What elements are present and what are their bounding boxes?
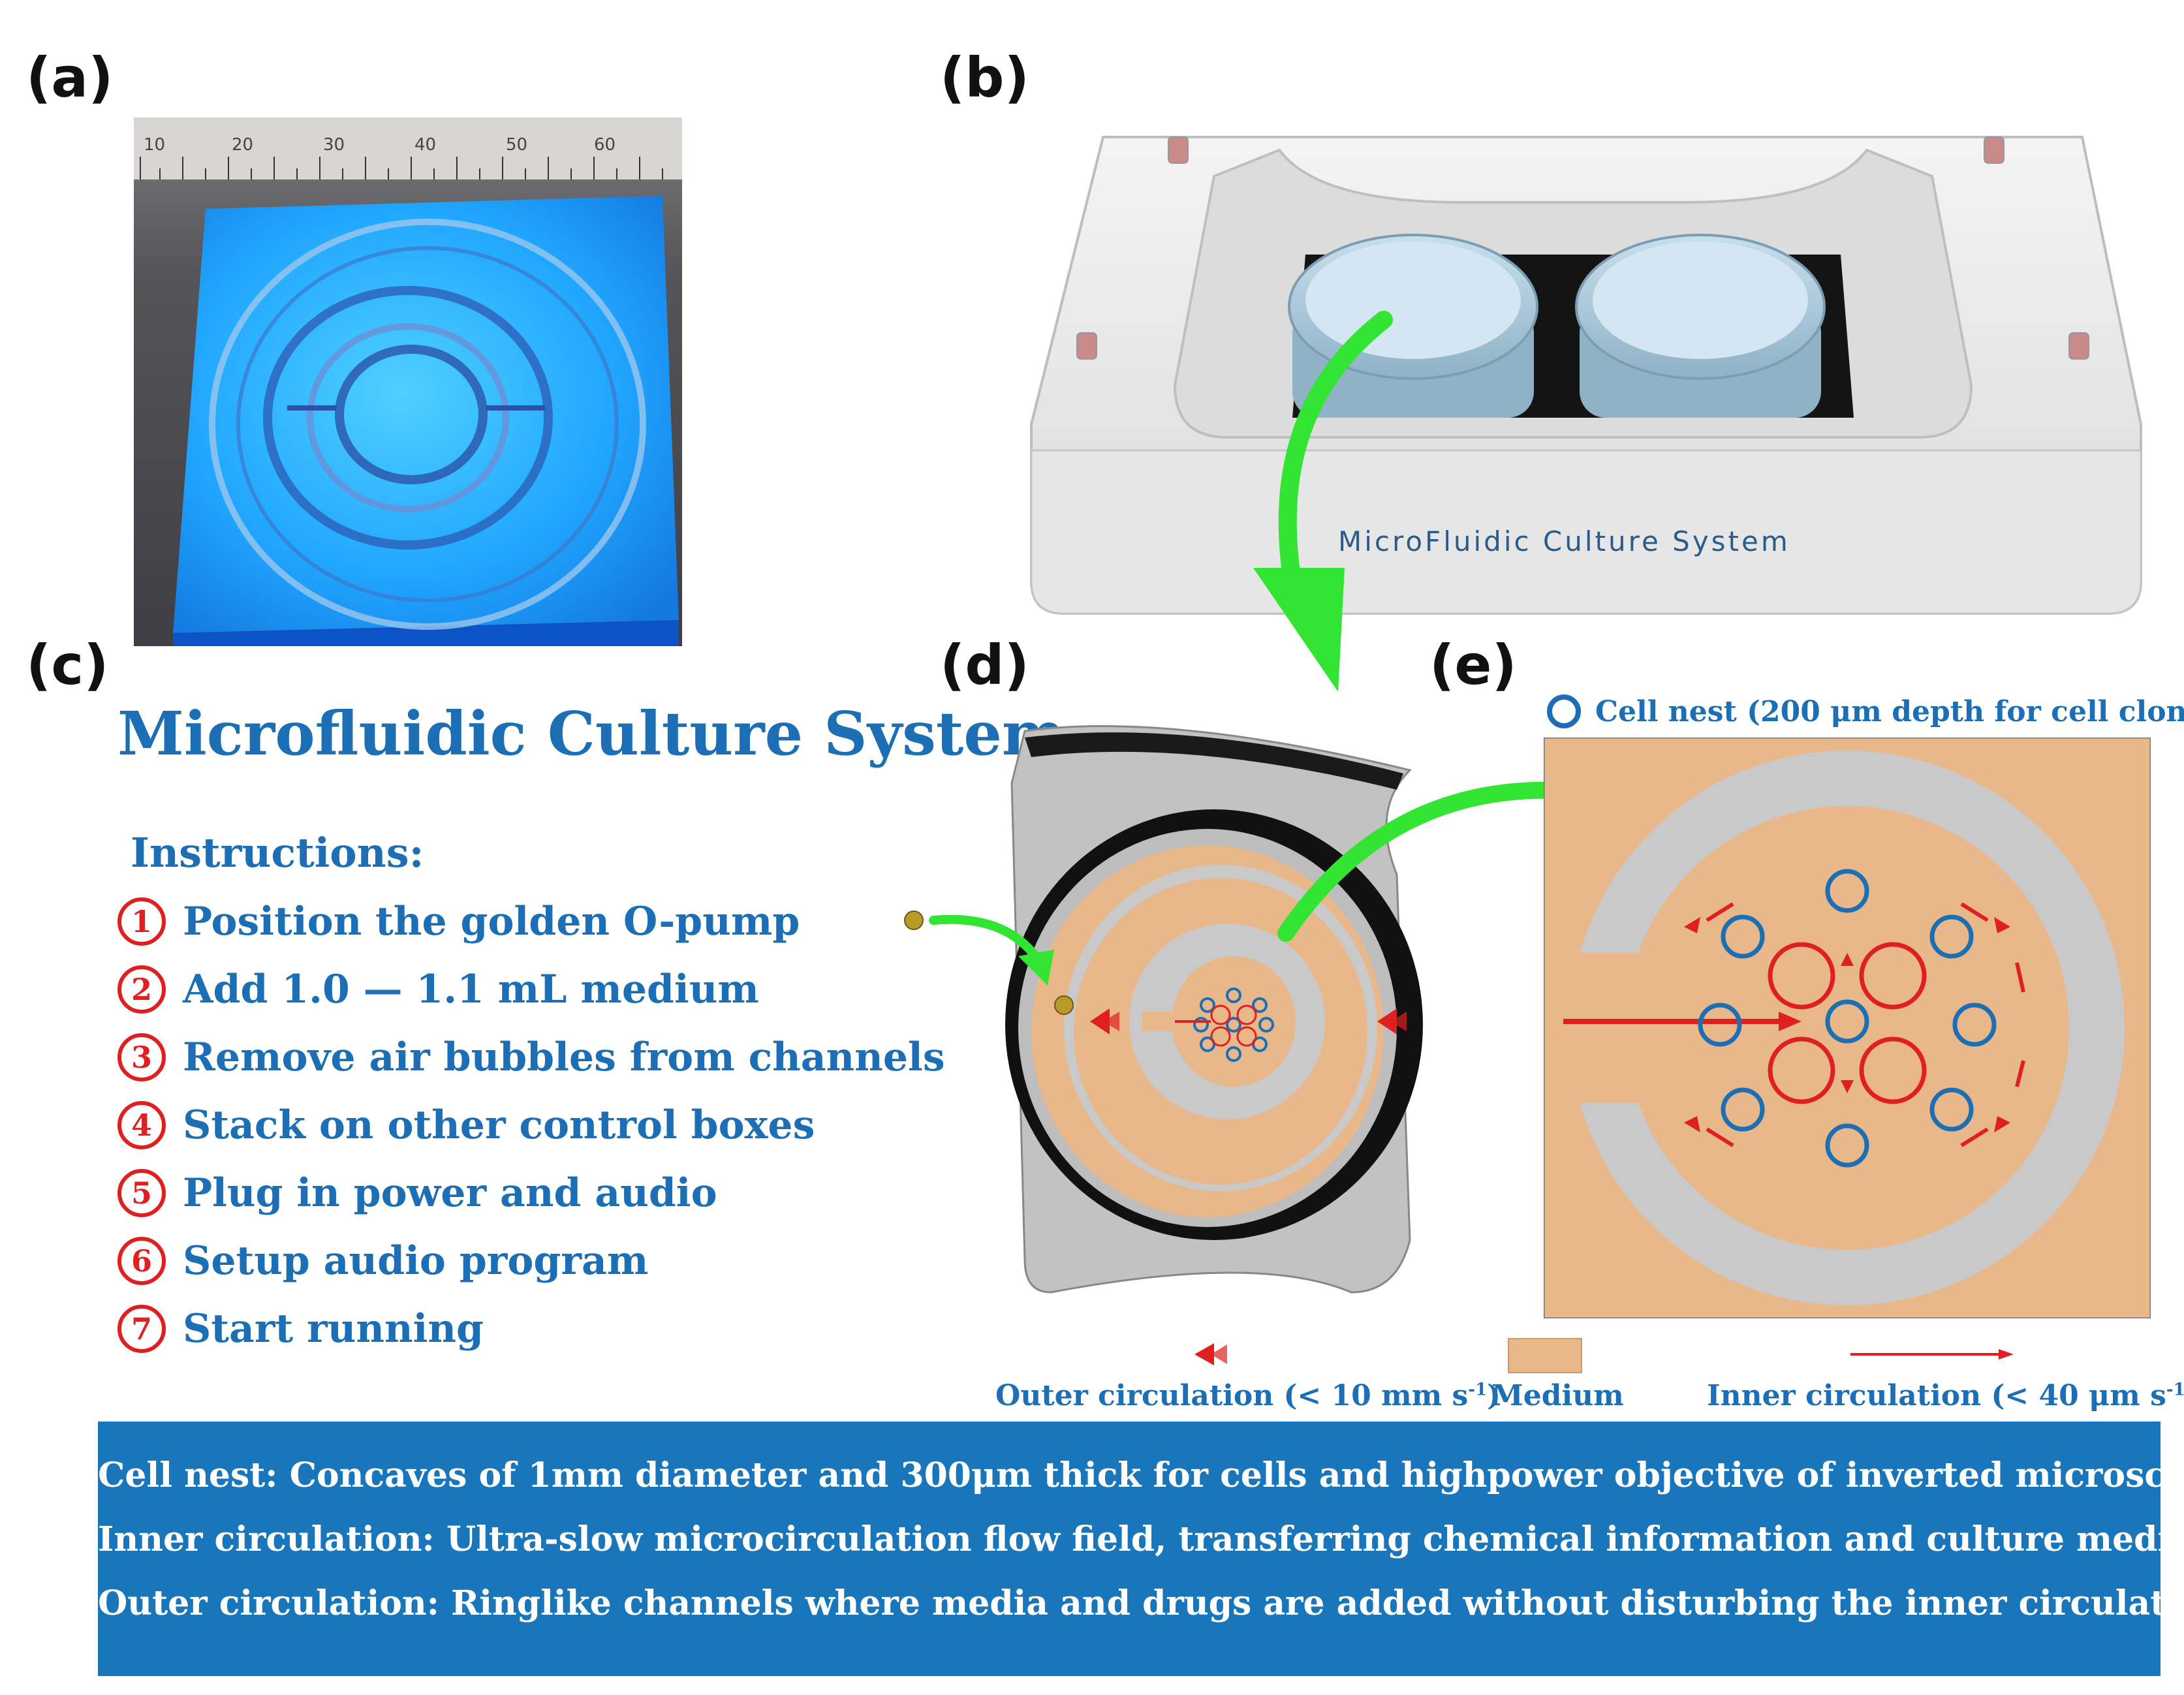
step-number-6: 6 xyxy=(117,1237,166,1285)
footer-line-cell-nest: Cell nest: Concaves of 1mm diameter and … xyxy=(98,1455,2184,1495)
right-culture-dish xyxy=(1575,234,1826,418)
outer-circulation-legend: Outer circulation (< 10 mm s-1) xyxy=(995,1379,1501,1412)
instructions-list: 1 Position the golden O-pump 2 Add 1.0 —… xyxy=(117,897,945,1380)
ruler xyxy=(134,117,682,179)
instruction-step-5: 5 Plug in power and audio xyxy=(117,1169,717,1217)
medium-legend-swatch xyxy=(1508,1338,1582,1373)
inner-circulation-text: Inner circulation (< 40 μm s xyxy=(1707,1379,2166,1412)
golden-o-pump xyxy=(904,910,924,930)
medium-legend: Medium xyxy=(1491,1379,1624,1412)
instruction-step-1: 1 Position the golden O-pump xyxy=(117,897,800,946)
chip-square xyxy=(173,196,679,633)
step-number-7: 7 xyxy=(117,1305,166,1353)
pump-insertion-arrow xyxy=(904,910,1054,986)
step-text-4: Stack on other control boxes xyxy=(183,1102,815,1148)
panel-label-a: (a) xyxy=(26,46,114,110)
panel-label-c: (c) xyxy=(26,633,109,697)
instruction-step-6: 6 Setup audio program xyxy=(117,1237,648,1285)
step-text-1: Position the golden O-pump xyxy=(183,899,800,944)
footer-line-inner-circulation: Inner circulation: Ultra-slow microcircu… xyxy=(98,1519,2184,1559)
instructions-heading: Instructions: xyxy=(131,829,424,877)
chip-cross-section xyxy=(1005,725,1423,1294)
cell-nest-legend-icon xyxy=(1547,694,1581,728)
step-text-6: Setup audio program xyxy=(183,1238,649,1284)
panel-label-d: (d) xyxy=(940,633,1029,697)
cell-nest-legend-text: Cell nest (200 μm depth for cell clones) xyxy=(1595,694,2184,728)
instruction-step-3: 3 Remove air bubbles from channels xyxy=(117,1033,945,1081)
device-render: MicroFluidic Culture System xyxy=(1005,111,2167,620)
device-photo: 10 20 30 40 50 60 xyxy=(134,117,682,646)
device-label: MicroFluidic Culture System xyxy=(1338,525,1790,557)
outer-circulation-end: ) xyxy=(1487,1379,1501,1412)
panel-label-b: (b) xyxy=(940,46,1029,110)
cell-nest-legend: Cell nest (200 μm depth for cell clones) xyxy=(1547,692,2184,731)
step-text-7: Start running xyxy=(183,1306,484,1352)
definitions-footer: Cell nest: Concaves of 1mm diameter and … xyxy=(98,1422,2184,1676)
instruction-step-7: 7 Start running xyxy=(117,1305,484,1353)
inner-circulation-legend: Inner circulation (< 40 μm s-1) xyxy=(1707,1379,2184,1412)
step-number-4: 4 xyxy=(117,1101,166,1149)
cell-nests xyxy=(1698,869,1997,1168)
green-arrow-b-to-d xyxy=(1253,311,1393,692)
inner-circulation-loops xyxy=(1768,942,1927,1104)
step-number-1: 1 xyxy=(117,897,166,946)
instruction-step-4: 4 Stack on other control boxes xyxy=(117,1101,815,1149)
device-photo-drawing: 10 20 30 40 50 60 xyxy=(134,117,682,646)
ruler-tick-40: 40 xyxy=(414,135,436,155)
instruction-step-2: 2 Add 1.0 — 1.1 mL medium xyxy=(117,965,759,1014)
step-text-5: Plug in power and audio xyxy=(183,1170,717,1216)
step-number-2: 2 xyxy=(117,965,166,1014)
step-number-5: 5 xyxy=(117,1169,166,1217)
step-text-2: Add 1.0 — 1.1 mL medium xyxy=(183,967,759,1012)
ruler-tick-20: 20 xyxy=(232,135,253,155)
inner-circulation-icon xyxy=(1850,1349,2014,1360)
ruler-tick-50: 50 xyxy=(506,135,527,155)
outer-circulation-sup: -1 xyxy=(1468,1380,1488,1400)
step-number-3: 3 xyxy=(117,1033,166,1081)
instructions-title: Microfluidic Culture System xyxy=(117,698,1066,769)
outer-circulation-icon xyxy=(1194,1343,1227,1365)
detail-view xyxy=(1544,738,2151,1318)
device-render-drawing xyxy=(1030,136,2142,615)
ruler-tick-10: 10 xyxy=(144,135,165,155)
ruler-tick-30: 30 xyxy=(323,135,345,155)
panel-label-e: (e) xyxy=(1429,633,1517,697)
inner-circulation-sup: -1 xyxy=(2166,1380,2184,1400)
ruler-tick-60: 60 xyxy=(594,135,616,155)
step-text-3: Remove air bubbles from channels xyxy=(183,1034,945,1080)
footer-line-outer-circulation: Outer circulation: Ringlike channels whe… xyxy=(98,1583,2184,1623)
outer-circulation-text: Outer circulation (< 10 mm s xyxy=(995,1379,1469,1412)
